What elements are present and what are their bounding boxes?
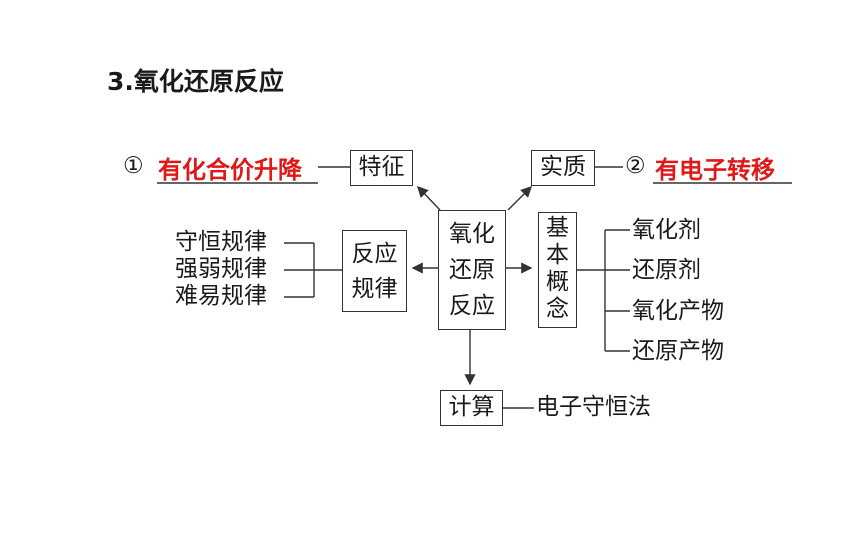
center-line-2: 还原	[449, 257, 495, 283]
feature-box: 特征	[350, 150, 413, 186]
concept-item: 氧化剂	[632, 217, 701, 243]
rule-item: 强弱规律	[175, 256, 267, 282]
rules-list: 守恒规律 强弱规律 难易规律	[175, 229, 267, 310]
calc-box: 计算	[440, 390, 503, 426]
section-heading: 3.氧化还原反应	[107, 67, 284, 96]
rules-box: 反应 规律	[342, 230, 407, 312]
concepts-box: 基 本 概 念	[538, 212, 577, 328]
concepts-box-char: 本	[546, 242, 569, 268]
rule-item: 难易规律	[175, 283, 267, 309]
concepts-box-char: 念	[546, 296, 569, 322]
arrow-to-feature	[417, 185, 441, 211]
rules-box-line-1: 反应	[351, 241, 398, 267]
center-line-1: 氧化	[449, 221, 495, 247]
concepts-box-char: 基	[546, 215, 569, 241]
essence-number: ②	[625, 153, 646, 179]
center-box: 氧化 还原 反应	[438, 210, 506, 330]
concept-item: 还原产物	[632, 338, 724, 364]
rule-item: 守恒规律	[175, 229, 267, 255]
feature-answer: 有化合价升降	[158, 156, 302, 184]
feature-number: ①	[123, 153, 144, 179]
arrow-to-essence	[507, 186, 532, 211]
essence-box: 实质	[531, 150, 595, 186]
concepts-box-char: 概	[546, 269, 569, 295]
concept-item: 氧化产物	[632, 298, 724, 324]
essence-answer: 有电子转移	[655, 156, 775, 184]
concept-item: 还原剂	[632, 257, 701, 283]
rules-box-line-2: 规律	[351, 276, 398, 302]
calc-method: 电子守恒法	[536, 394, 651, 420]
center-line-3: 反应	[449, 293, 495, 319]
